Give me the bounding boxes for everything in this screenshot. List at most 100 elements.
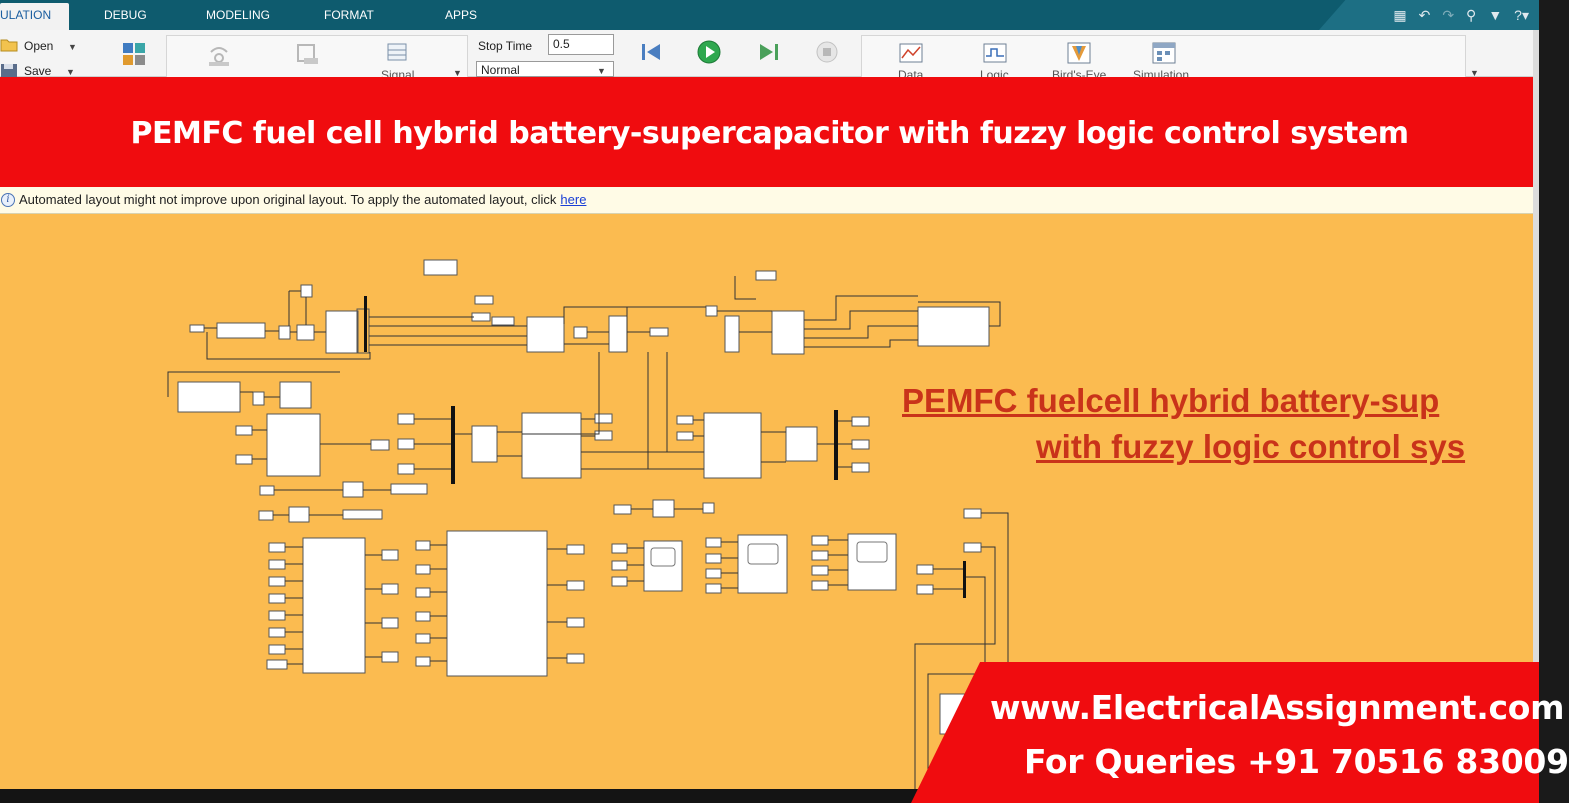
signal-line[interactable] <box>430 544 447 662</box>
from-tag[interactable] <box>611 576 628 587</box>
model-block[interactable] <box>608 315 628 353</box>
signal-line[interactable] <box>167 371 340 397</box>
from-tag[interactable] <box>566 544 585 555</box>
from-tag[interactable] <box>381 617 399 629</box>
model-block[interactable] <box>703 412 762 479</box>
model-block[interactable] <box>302 537 366 674</box>
save-icon[interactable]: ▦ <box>1393 6 1407 23</box>
from-tag[interactable] <box>566 580 585 591</box>
birds-eye-scope-icon[interactable] <box>1066 41 1092 67</box>
help-icon[interactable]: ?▾ <box>1514 6 1529 23</box>
prepare-dropdown-icon[interactable]: ▼ <box>453 68 462 78</box>
canvas-scrollbar[interactable] <box>1533 30 1539 803</box>
save-button[interactable]: Save <box>24 64 52 78</box>
stop-time-input[interactable]: 0.5 <box>548 34 614 55</box>
signal-line[interactable] <box>365 554 382 658</box>
library-browser-icon[interactable] <box>120 40 148 68</box>
model-block[interactable] <box>785 426 818 462</box>
signal-line[interactable] <box>918 301 1001 327</box>
model-block[interactable] <box>356 308 370 354</box>
from-tag[interactable] <box>705 537 722 548</box>
open-dropdown-icon[interactable]: ▼ <box>68 42 77 52</box>
model-block[interactable] <box>702 502 715 514</box>
scope-screen[interactable] <box>650 547 676 567</box>
model-block[interactable] <box>705 305 718 317</box>
goto-tag[interactable] <box>755 270 777 281</box>
model-block[interactable] <box>652 499 675 518</box>
goto-tag[interactable] <box>397 438 415 450</box>
goto-tag[interactable] <box>594 413 613 424</box>
goto-tag[interactable] <box>676 415 694 425</box>
signal-line[interactable] <box>206 332 371 360</box>
simulation-manager-icon[interactable] <box>1151 41 1177 67</box>
save-dropdown-icon[interactable]: ▼ <box>66 67 75 77</box>
from-tag[interactable] <box>268 559 286 570</box>
model-block[interactable] <box>325 310 359 354</box>
goto-tag[interactable] <box>235 425 253 436</box>
signal-line[interactable] <box>981 512 1009 704</box>
goto-tag[interactable] <box>916 564 934 575</box>
scope-screen[interactable] <box>856 541 888 563</box>
from-tag[interactable] <box>268 610 286 621</box>
from-tag[interactable] <box>811 550 829 561</box>
signal-line[interactable] <box>804 310 918 330</box>
step-back-icon[interactable] <box>638 39 664 65</box>
goto-tag[interactable] <box>258 510 274 521</box>
model-block[interactable] <box>771 310 805 355</box>
scope-screen[interactable] <box>747 543 779 565</box>
step-forward-icon[interactable] <box>756 39 782 65</box>
goto-tag[interactable] <box>594 430 613 441</box>
search-icon[interactable]: ⚲ <box>1466 6 1477 23</box>
signal-monitor-icon[interactable] <box>205 42 233 68</box>
logging-icon[interactable] <box>294 42 322 68</box>
mode-dropdown-icon[interactable]: ▼ <box>597 66 606 76</box>
from-tag[interactable] <box>268 542 286 553</box>
from-tag[interactable] <box>415 587 431 598</box>
bus-bar[interactable] <box>834 410 838 480</box>
goto-tag[interactable] <box>397 463 415 475</box>
from-tag[interactable] <box>415 540 431 551</box>
from-tag[interactable] <box>415 656 431 667</box>
data-inspector-icon[interactable] <box>898 42 924 66</box>
signal-line[interactable] <box>285 546 303 665</box>
goto-tag[interactable] <box>916 584 934 595</box>
signal-line[interactable] <box>288 290 301 326</box>
from-tag[interactable] <box>268 576 286 587</box>
from-tag[interactable] <box>705 583 722 594</box>
signal-line[interactable] <box>547 548 567 659</box>
goto-tag[interactable] <box>851 462 870 473</box>
stop-icon[interactable] <box>815 40 839 64</box>
signal-line[interactable] <box>721 541 738 589</box>
model-block[interactable] <box>526 316 565 353</box>
signal-line[interactable] <box>563 306 628 352</box>
folder-icon[interactable] <box>0 38 18 52</box>
model-block[interactable] <box>278 325 291 340</box>
signal-line[interactable] <box>914 546 996 789</box>
from-tag[interactable] <box>705 568 722 579</box>
tab-modeling[interactable]: MODELING <box>206 8 271 22</box>
from-tag[interactable] <box>705 553 722 564</box>
goto-tag[interactable] <box>397 413 415 425</box>
model-block[interactable] <box>724 315 740 353</box>
signal-line[interactable] <box>734 276 756 300</box>
goto-tag[interactable] <box>851 439 870 450</box>
model-block[interactable] <box>917 306 990 347</box>
from-tag[interactable] <box>415 611 431 622</box>
from-tag[interactable] <box>268 627 286 638</box>
model-block[interactable] <box>471 425 498 463</box>
simulink-diagram[interactable] <box>0 214 1533 789</box>
signal-line[interactable] <box>627 547 644 582</box>
simulation-mode-select[interactable]: Normal <box>476 61 614 77</box>
bus-bar[interactable] <box>963 561 966 598</box>
from-tag[interactable] <box>381 583 399 595</box>
from-tag[interactable] <box>811 535 829 546</box>
goto-tag[interactable] <box>649 327 669 337</box>
model-block[interactable] <box>390 483 428 495</box>
from-tag[interactable] <box>566 653 585 664</box>
from-tag[interactable] <box>611 560 628 571</box>
model-block[interactable] <box>216 322 266 339</box>
redo-icon[interactable]: ↷ <box>1442 6 1455 23</box>
model-block[interactable] <box>342 481 364 498</box>
signal-line[interactable] <box>828 539 848 586</box>
model-block[interactable] <box>189 324 205 333</box>
